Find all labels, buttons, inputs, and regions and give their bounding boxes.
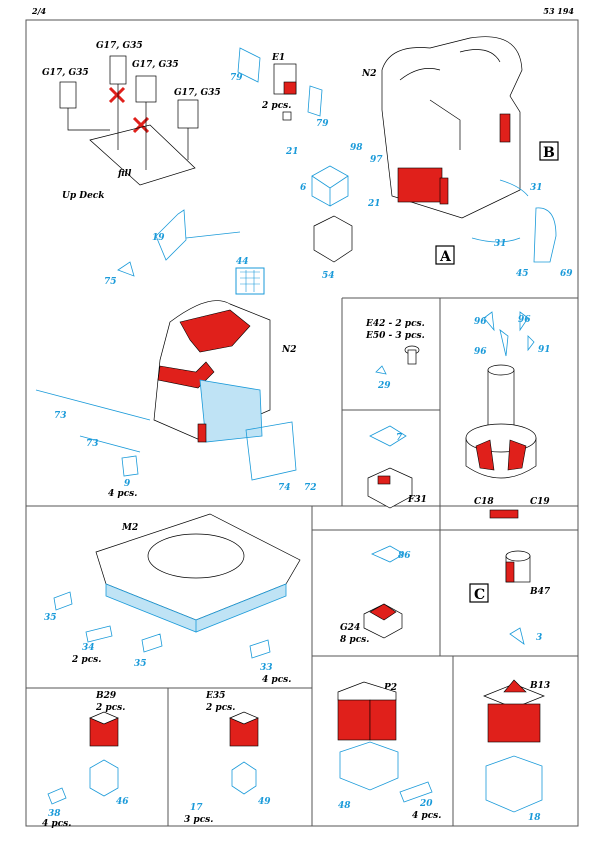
m2-part-35b: 35 xyxy=(134,659,147,669)
n2-part-45: 45 xyxy=(516,269,529,279)
m2-part-34: 34 xyxy=(82,643,95,653)
n2-part-19: 19 xyxy=(152,233,165,243)
n2-part-6: 6 xyxy=(300,183,307,193)
g24-title: G24 xyxy=(340,623,360,633)
n2-part-31a: 31 xyxy=(530,183,543,193)
n2-part-73b: 73 xyxy=(86,439,99,449)
b29-qty: 2 pcs. xyxy=(95,703,125,713)
f31-section: 7 F31 xyxy=(367,425,427,509)
e42-section: E42 - 2 pcs. E50 - 3 pcs. 29 xyxy=(365,319,425,391)
n2-part-54: 54 xyxy=(322,271,335,281)
n2-mid-qty: 4 pcs. xyxy=(108,489,137,499)
n2-part-97: 97 xyxy=(370,155,383,165)
fill-label: fill xyxy=(117,169,132,179)
b47-section: C B47 xyxy=(469,550,551,603)
e35-qty-17: 3 pcs. xyxy=(184,815,213,825)
m2-title: M2 xyxy=(121,523,138,533)
n2-part-44: 44 xyxy=(236,257,249,267)
c18-part-96b: 96 xyxy=(518,315,531,325)
b13-section: 3 B13 18 xyxy=(483,627,550,823)
marker-c: C xyxy=(474,587,485,603)
fitting-box-4 xyxy=(177,99,199,129)
c19-title: C19 xyxy=(530,497,550,507)
c18-part-91: 91 xyxy=(538,345,551,355)
n2-part-75: 75 xyxy=(104,277,117,287)
b29-qty-38: 4 pcs. xyxy=(42,819,71,829)
up-deck-label: Up Deck xyxy=(62,191,105,201)
cross-mark-1 xyxy=(108,86,126,104)
b29-section: B29 2 pcs. 38 4 pcs. 46 xyxy=(42,691,129,829)
g24-part-86: 86 xyxy=(398,551,411,561)
g24-qty: 8 pcs. xyxy=(340,635,369,645)
n2-part-98: 98 xyxy=(350,143,363,153)
b13-part-18: 18 xyxy=(528,813,541,823)
fitting-box-3 xyxy=(135,75,157,103)
n2-mid-section: 19 75 44 N2 73 73 9 4 pcs. 74 72 xyxy=(35,209,317,499)
b13-part-3: 3 xyxy=(536,633,542,643)
b47-title: B47 xyxy=(529,587,551,597)
deck-label-2: G17, G35 xyxy=(96,41,143,51)
f31-title: F31 xyxy=(407,495,427,505)
c18-part-96a: 96 xyxy=(474,317,487,327)
m2-qty-33: 4 pcs. xyxy=(262,675,291,685)
n2-box-54 xyxy=(313,215,353,263)
p2-qty-20: 4 pcs. xyxy=(412,811,441,821)
e1-title: E1 xyxy=(271,53,285,63)
m2-part-35a: 35 xyxy=(44,613,57,623)
c18-part-96c: 96 xyxy=(474,347,487,357)
e35-title: E35 xyxy=(205,691,225,701)
e35-section: E35 2 pcs. 17 3 pcs. 49 xyxy=(184,691,271,825)
n2-part-72: 72 xyxy=(304,483,317,493)
e1-part-79b: 79 xyxy=(316,119,329,129)
e1-qty: 2 pcs. xyxy=(261,101,291,111)
product-code: 53 194 xyxy=(543,6,574,16)
n2-part-69: 69 xyxy=(560,269,573,279)
fitting-box-2 xyxy=(109,55,127,85)
n2-top-section: N2 B A 21 98 97 6 21 31 31 54 45 69 xyxy=(285,36,573,281)
e35-part-17: 17 xyxy=(190,803,203,813)
p2-title: P2 xyxy=(383,683,397,693)
deck-label-4: G17, G35 xyxy=(174,88,221,98)
c18-title: C18 xyxy=(474,497,494,507)
page-number: 2/4 xyxy=(32,6,47,16)
g24-section: 86 G24 8 pcs. xyxy=(340,545,411,645)
b29-part-38: 38 xyxy=(48,809,61,819)
p2-section: P2 48 20 4 pcs. xyxy=(337,681,441,821)
p2-part-48: 48 xyxy=(338,801,351,811)
b29-part-46: 46 xyxy=(116,797,129,807)
f31-part-7: 7 xyxy=(396,433,403,443)
b13-title: B13 xyxy=(529,681,550,691)
m2-qty-34: 2 pcs. xyxy=(71,655,101,665)
e42-part-29: 29 xyxy=(377,381,391,391)
e35-part-49: 49 xyxy=(258,797,271,807)
up-deck-plate xyxy=(89,124,196,186)
marker-a: A xyxy=(439,249,452,265)
p2-part-20: 20 xyxy=(419,799,433,809)
m2-section: M2 35 34 2 pcs. 35 33 4 pcs. xyxy=(44,513,301,685)
n2-part-21a: 21 xyxy=(285,147,299,157)
marker-b: B xyxy=(543,145,555,161)
section-dividers xyxy=(25,19,579,827)
e50-title: E50 - 3 pcs. xyxy=(365,331,425,341)
b29-title: B29 xyxy=(95,691,117,701)
deck-label-3: G17, G35 xyxy=(132,60,179,70)
n2-mid-title: N2 xyxy=(281,345,297,355)
n2-part-31b: 31 xyxy=(494,239,507,249)
n2-top-title: N2 xyxy=(361,69,377,79)
n2-part-21b: 21 xyxy=(367,199,381,209)
e1-section: 79 E1 2 pcs. 79 xyxy=(230,47,329,129)
deck-section: G17, G35 G17, G35 G17, G35 G17, G35 fill… xyxy=(42,41,221,201)
e1-part-79a: 79 xyxy=(230,73,243,83)
e35-qty: 2 pcs. xyxy=(205,703,235,713)
n2-part-9: 9 xyxy=(124,479,131,489)
e42-title: E42 - 2 pcs. xyxy=(365,319,425,329)
n2-part-74: 74 xyxy=(278,483,291,493)
fitting-box-1 xyxy=(59,81,77,109)
m2-part-33: 33 xyxy=(260,663,273,673)
n2-part-73a: 73 xyxy=(54,411,67,421)
c18-section: 96 96 96 91 C18 C19 xyxy=(465,311,551,519)
deck-label-1: G17, G35 xyxy=(42,68,89,78)
